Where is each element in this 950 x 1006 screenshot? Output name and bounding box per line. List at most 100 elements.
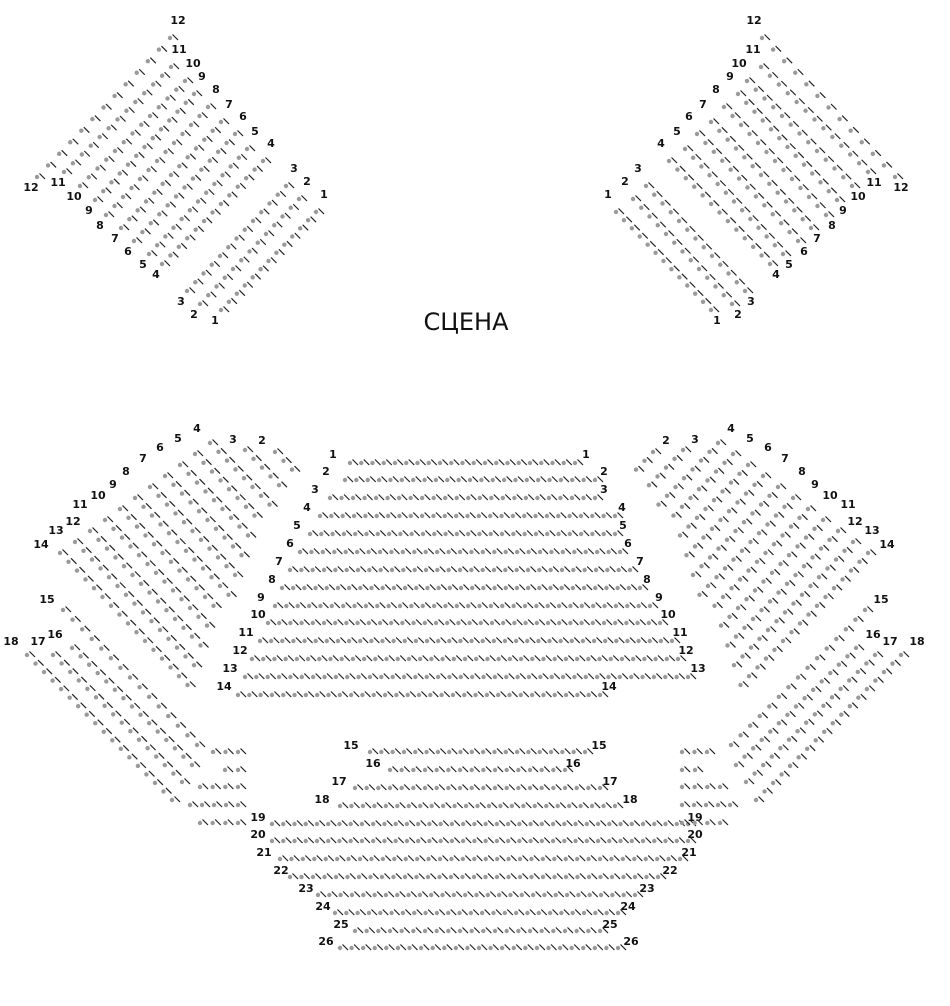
- seat[interactable]: [663, 837, 674, 844]
- seat[interactable]: [131, 237, 143, 244]
- seat[interactable]: [160, 179, 172, 187]
- seat[interactable]: [296, 195, 308, 202]
- seat[interactable]: [239, 551, 250, 558]
- seat[interactable]: [230, 542, 242, 549]
- seat[interactable]: [376, 476, 388, 483]
- seat[interactable]: [431, 512, 442, 519]
- seat[interactable]: [451, 655, 463, 662]
- seat[interactable]: [767, 260, 779, 267]
- seat[interactable]: [377, 548, 389, 555]
- seat[interactable]: [735, 604, 747, 611]
- seat[interactable]: [747, 130, 758, 137]
- seat[interactable]: [590, 512, 601, 519]
- seat[interactable]: [245, 531, 257, 538]
- seat[interactable]: [540, 873, 552, 880]
- seat[interactable]: [259, 208, 270, 215]
- seat[interactable]: [494, 855, 506, 862]
- seat[interactable]: [292, 691, 303, 698]
- seat[interactable]: [384, 655, 395, 662]
- seat[interactable]: [788, 120, 800, 128]
- seat[interactable]: [663, 230, 675, 237]
- seat[interactable]: [601, 530, 613, 537]
- seat[interactable]: [591, 637, 603, 644]
- seat[interactable]: [594, 548, 606, 555]
- seat[interactable]: [750, 162, 762, 169]
- seat[interactable]: [518, 655, 530, 662]
- seat[interactable]: [77, 182, 89, 189]
- seat[interactable]: [563, 873, 575, 880]
- seat[interactable]: [329, 602, 341, 609]
- seat[interactable]: [615, 909, 627, 916]
- seat[interactable]: [593, 584, 604, 591]
- seat[interactable]: [526, 548, 537, 555]
- seat[interactable]: [629, 673, 640, 680]
- seat[interactable]: [348, 820, 360, 827]
- seat[interactable]: [324, 637, 336, 644]
- seat[interactable]: [480, 748, 492, 755]
- seat[interactable]: [434, 909, 446, 916]
- seat[interactable]: [163, 148, 174, 155]
- seat[interactable]: [528, 837, 540, 844]
- seat[interactable]: [386, 530, 398, 537]
- seat[interactable]: [533, 512, 545, 519]
- seat[interactable]: [725, 641, 736, 648]
- seat[interactable]: [352, 927, 364, 934]
- seat[interactable]: [281, 837, 292, 844]
- seat[interactable]: [527, 766, 539, 773]
- seat[interactable]: [504, 673, 515, 680]
- seat[interactable]: [140, 608, 152, 615]
- seat[interactable]: [730, 450, 742, 457]
- seat[interactable]: [705, 273, 716, 281]
- seat[interactable]: [456, 619, 467, 626]
- seat[interactable]: [250, 483, 261, 490]
- seat[interactable]: [759, 606, 770, 613]
- seat[interactable]: [653, 655, 665, 662]
- seat[interactable]: [197, 783, 209, 790]
- seat[interactable]: [759, 736, 771, 743]
- seat[interactable]: [393, 820, 405, 827]
- seat[interactable]: [408, 512, 420, 519]
- seat[interactable]: [477, 494, 489, 501]
- seat[interactable]: [422, 619, 434, 626]
- seat[interactable]: [373, 494, 385, 501]
- seat[interactable]: [590, 619, 602, 626]
- seat[interactable]: [401, 566, 412, 573]
- seat[interactable]: [715, 439, 727, 446]
- seat[interactable]: [276, 673, 288, 680]
- seat[interactable]: [372, 891, 384, 898]
- seat[interactable]: [738, 731, 749, 738]
- seat[interactable]: [556, 530, 567, 537]
- seat[interactable]: [492, 673, 504, 680]
- seat[interactable]: [447, 748, 458, 755]
- seat[interactable]: [218, 199, 230, 207]
- seat[interactable]: [309, 548, 320, 555]
- seat[interactable]: [694, 513, 706, 521]
- seat[interactable]: [832, 164, 843, 171]
- seat[interactable]: [352, 530, 364, 537]
- seat[interactable]: [548, 748, 560, 755]
- seat[interactable]: [400, 619, 411, 626]
- seat[interactable]: [826, 103, 837, 110]
- seat[interactable]: [594, 673, 606, 680]
- seat[interactable]: [581, 584, 593, 591]
- seat[interactable]: [507, 655, 519, 662]
- seat[interactable]: [201, 269, 212, 276]
- seat[interactable]: [503, 584, 515, 591]
- seat[interactable]: [171, 480, 182, 488]
- seat[interactable]: [488, 602, 500, 609]
- seat[interactable]: [333, 873, 345, 880]
- seat[interactable]: [787, 761, 799, 769]
- seat[interactable]: [838, 684, 850, 692]
- seat[interactable]: [292, 837, 303, 844]
- seat[interactable]: [617, 673, 629, 680]
- seat[interactable]: [797, 129, 808, 136]
- seat[interactable]: [562, 784, 574, 791]
- seat[interactable]: [300, 855, 312, 862]
- seat[interactable]: [403, 855, 415, 862]
- seat[interactable]: [193, 144, 205, 151]
- seat[interactable]: [361, 891, 372, 898]
- seat[interactable]: [575, 873, 586, 880]
- seat[interactable]: [759, 251, 771, 258]
- seat[interactable]: [762, 787, 773, 794]
- seat[interactable]: [302, 584, 313, 591]
